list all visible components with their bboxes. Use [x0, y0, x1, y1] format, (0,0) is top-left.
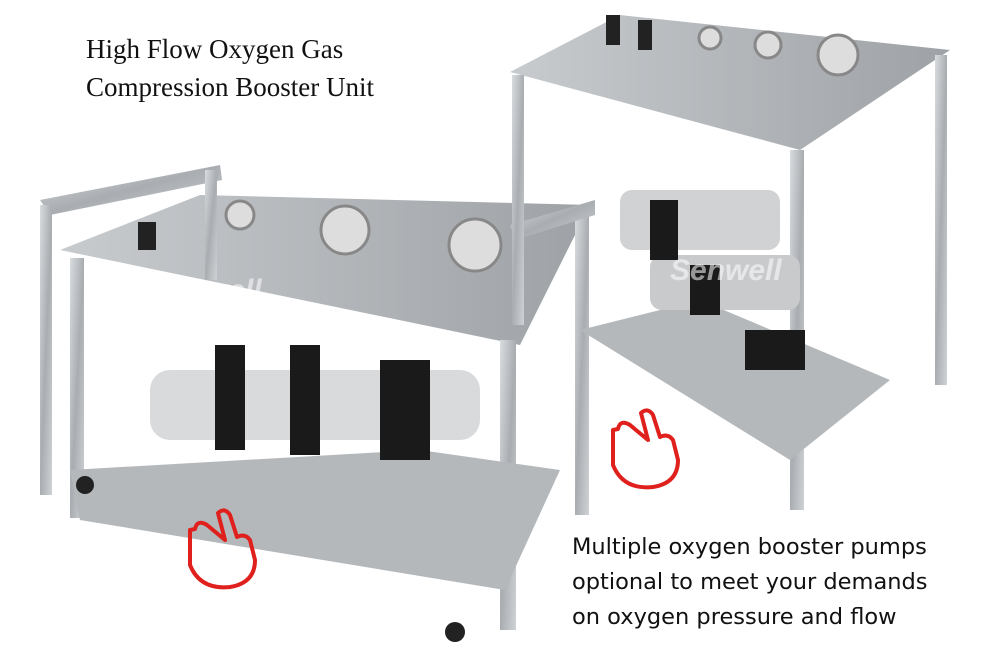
- product-caption: Multiple oxygen booster pumps optional t…: [572, 530, 928, 635]
- pointing-hand-icon: [611, 408, 680, 490]
- caption-line: on oxygen pressure and flow: [572, 604, 897, 630]
- right-booster-unit: Senwell: [510, 15, 950, 510]
- left-booster-unit: Senwell: [40, 165, 595, 642]
- caption-line: optional to meet your demands: [572, 569, 928, 595]
- title-line: High Flow Oxygen Gas: [86, 34, 344, 64]
- watermark-left: Senwell: [150, 274, 262, 307]
- watermark-right: Senwell: [670, 254, 782, 287]
- pointing-hand-icon: [188, 508, 257, 590]
- product-title: High Flow Oxygen Gas Compression Booster…: [86, 30, 374, 106]
- title-line: Compression Booster Unit: [86, 72, 374, 102]
- caption-line: Multiple oxygen booster pumps: [572, 534, 927, 560]
